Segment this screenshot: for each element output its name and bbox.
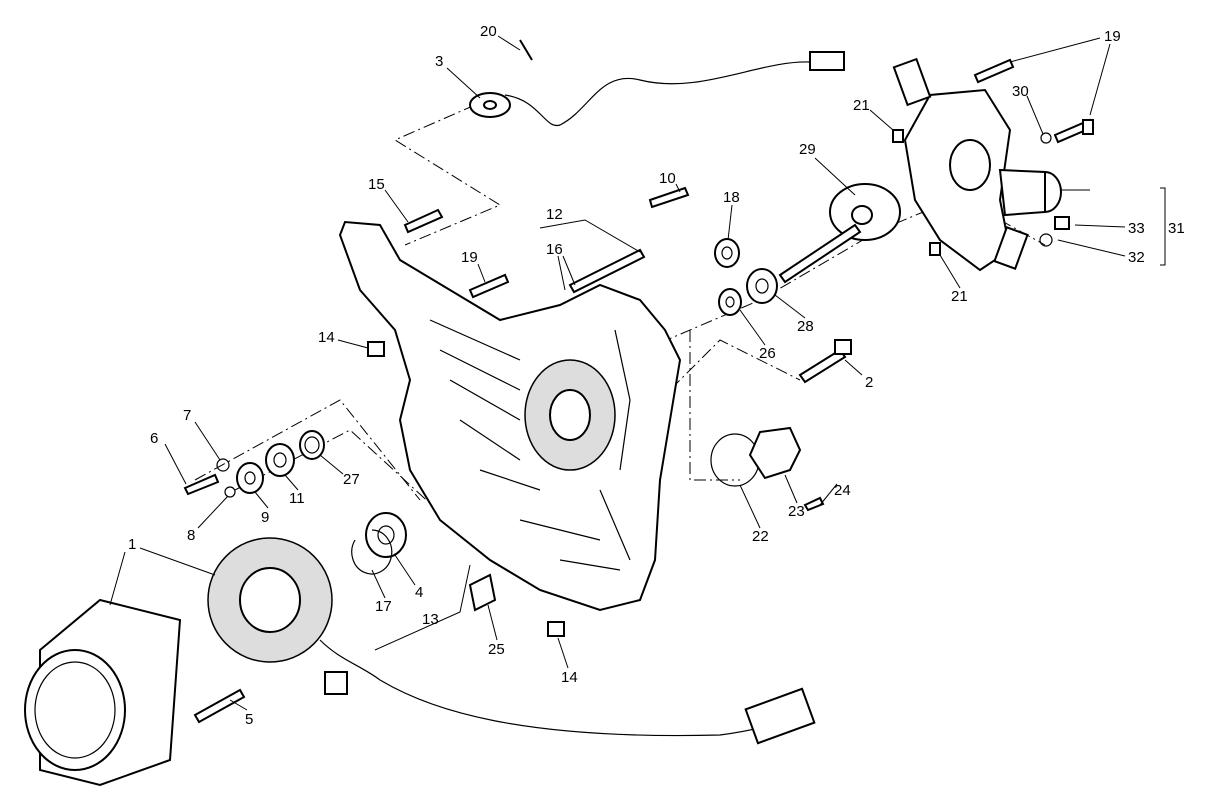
callout-29: 29 bbox=[799, 141, 816, 158]
callout-32: 32 bbox=[1128, 249, 1145, 266]
impeller-shaft bbox=[778, 183, 901, 284]
stator bbox=[207, 537, 816, 745]
callout-27: 27 bbox=[343, 471, 360, 488]
callout-28: 28 bbox=[797, 318, 814, 335]
callout-3: 3 bbox=[435, 53, 443, 70]
callout-7: 7 bbox=[183, 407, 191, 424]
callout-24: 24 bbox=[834, 482, 851, 499]
callout-25: 25 bbox=[488, 641, 505, 658]
callout-30: 30 bbox=[1012, 83, 1029, 100]
callout-13: 13 bbox=[422, 611, 439, 628]
callout-8: 8 bbox=[187, 527, 195, 544]
callout-31: 31 bbox=[1168, 220, 1185, 237]
generator-cover bbox=[338, 220, 682, 612]
callout-22: 22 bbox=[752, 528, 769, 545]
callout-5: 5 bbox=[245, 711, 253, 728]
callout-6: 6 bbox=[150, 430, 158, 447]
callout-11: 11 bbox=[289, 490, 305, 507]
callout-19: 19 bbox=[461, 249, 478, 266]
callout-labels: 20 3 19 30 21 29 10 18 12 15 16 19 33 31… bbox=[128, 23, 1185, 728]
callout-9: 9 bbox=[261, 509, 269, 526]
callout-12: 12 bbox=[546, 206, 563, 223]
callout-21: 21 bbox=[951, 288, 968, 305]
callout-2: 2 bbox=[865, 374, 873, 391]
leader-lines bbox=[109, 35, 1166, 711]
callout-23: 23 bbox=[788, 503, 805, 520]
callout-1: 1 bbox=[128, 536, 136, 553]
callout-14: 14 bbox=[561, 669, 578, 686]
bearings-seals bbox=[216, 238, 802, 575]
callout-26: 26 bbox=[759, 345, 776, 362]
callout-33: 33 bbox=[1128, 220, 1145, 237]
clip bbox=[468, 573, 497, 612]
callout-14: 14 bbox=[318, 329, 335, 346]
water-pump-cover bbox=[892, 57, 1062, 272]
callout-16: 16 bbox=[546, 241, 563, 258]
callout-20: 20 bbox=[480, 23, 497, 40]
callout-15: 15 bbox=[368, 176, 385, 193]
rotor-flywheel bbox=[24, 598, 182, 787]
callout-4: 4 bbox=[415, 584, 423, 601]
pickup-sensor bbox=[469, 39, 845, 127]
callout-10: 10 bbox=[659, 170, 676, 187]
callout-17: 17 bbox=[375, 598, 392, 615]
callout-19: 19 bbox=[1104, 28, 1121, 45]
callout-18: 18 bbox=[723, 189, 740, 206]
callout-21: 21 bbox=[853, 97, 870, 114]
screws bbox=[183, 58, 1095, 724]
